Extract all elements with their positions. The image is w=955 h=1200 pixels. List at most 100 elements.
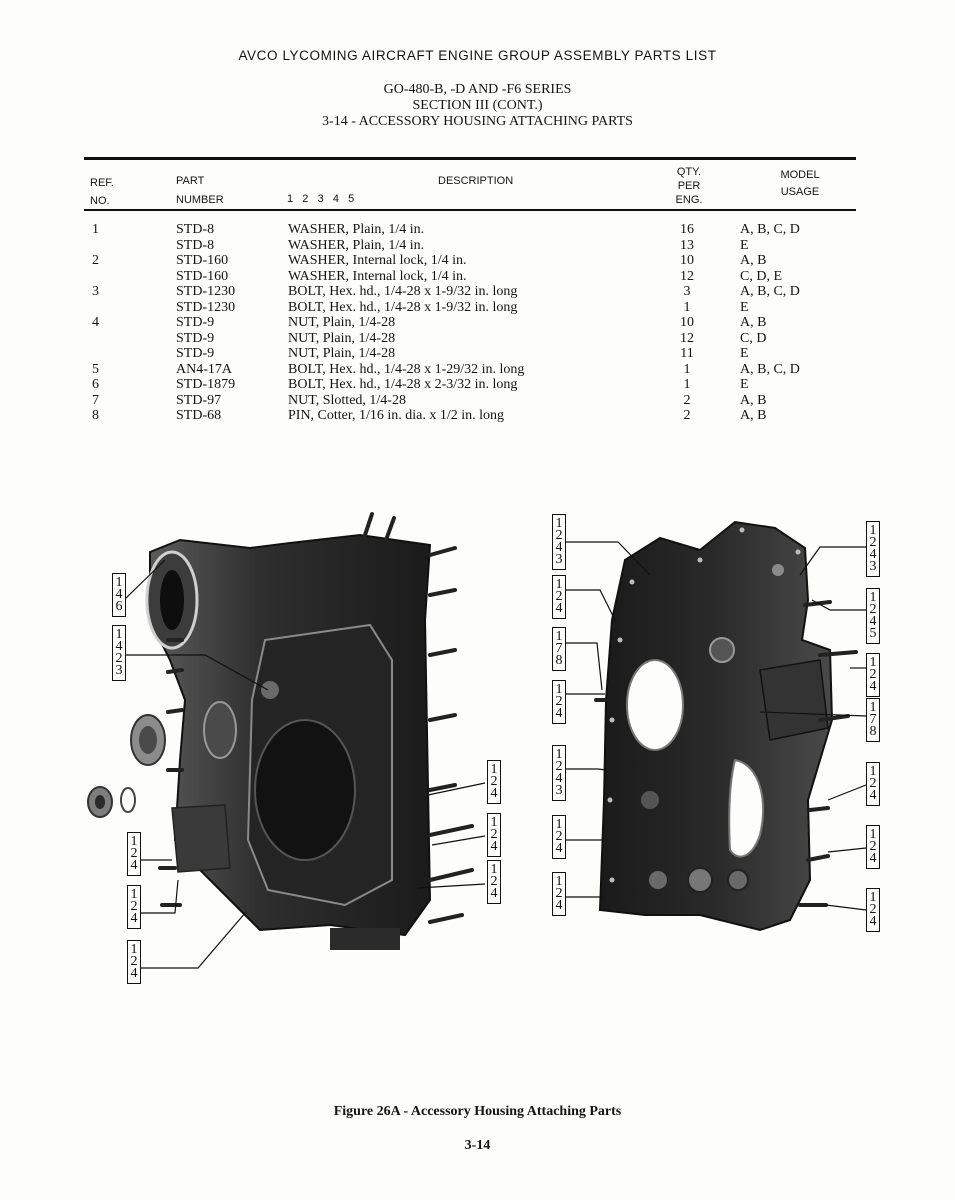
- cell-usage: A, B, C, D: [740, 361, 800, 377]
- cell-ref: 3: [92, 284, 99, 299]
- callout-ref-number: 4: [555, 898, 563, 913]
- cell-desc: NUT, Plain, 1/4-28: [288, 315, 396, 330]
- callout-ref-number: 4: [869, 914, 877, 929]
- cell-qty: 16: [680, 222, 694, 237]
- callout-ref-number: 4: [555, 771, 563, 786]
- cell-usage: A, B: [740, 253, 767, 268]
- callout-ref-number: 3: [555, 552, 563, 567]
- callout-ref-number: 2: [555, 886, 563, 901]
- page-number: 3-14: [464, 1138, 491, 1153]
- exploded-view-figure: [87, 512, 867, 969]
- callout-ref-number: 2: [869, 535, 877, 550]
- cell-part: STD-9: [176, 315, 215, 330]
- cell-usage: A, B: [740, 408, 767, 423]
- cell-usage: C, D: [740, 330, 767, 346]
- company-heading: AVCO LYCOMING AIRCRAFT ENGINE GROUP ASSE…: [238, 48, 717, 63]
- callout-ref-number: 2: [869, 776, 877, 791]
- callout-ref-number: 2: [490, 774, 498, 789]
- loose-nut-part: [87, 786, 113, 818]
- callout-ref-number: 4: [490, 786, 498, 801]
- callout-ref-number: 6: [115, 599, 123, 614]
- callout-ref-number: 2: [869, 839, 877, 854]
- cell-ref: 6: [92, 377, 99, 392]
- callout-ref-number: 2: [555, 589, 563, 604]
- cell-usage: A, B: [740, 315, 767, 330]
- callout-ref-number: 4: [869, 547, 877, 562]
- callout-ref-number: 2: [869, 667, 877, 682]
- cell-desc: WASHER, Internal lock, 1/4 in.: [288, 253, 467, 268]
- callout-ref-number: 4: [869, 614, 877, 629]
- cell-desc: NUT, Slotted, 1/4-28: [288, 392, 406, 408]
- accessory-housing-right-view: [594, 520, 858, 932]
- subsection-title: 3-14 - ACCESSORY HOUSING ATTACHING PARTS: [322, 114, 633, 129]
- callout-ref-number: 4: [869, 679, 877, 694]
- callout-ref-number: 1: [115, 627, 123, 642]
- callout-ref-number: 4: [555, 706, 563, 721]
- callout-ref-number: 1: [869, 827, 877, 842]
- cell-qty: 13: [680, 237, 694, 253]
- cell-desc: BOLT, Hex. hd., 1/4-28 x 1-9/32 in. long: [288, 284, 518, 299]
- callout-ref-number: 4: [555, 841, 563, 856]
- cell-desc: WASHER, Plain, 1/4 in.: [288, 222, 425, 237]
- cell-part: STD-8: [176, 222, 215, 237]
- callout-ref-number: 1: [490, 862, 498, 877]
- header-indent-levels: 1 2 3 4 5: [287, 193, 355, 205]
- callout-ref-number: 1: [869, 890, 877, 905]
- series-title: GO-480-B, -D AND -F6 SERIES: [383, 82, 572, 97]
- cell-qty: 10: [680, 253, 694, 268]
- callout-ref-number: 1: [130, 887, 138, 902]
- cell-ref: 8: [92, 408, 99, 423]
- cell-usage: E: [740, 377, 749, 392]
- cell-qty: 12: [680, 268, 694, 284]
- table-row: 3 STD-1230 BOLT, Hex. hd., 1/4-28 x 1-9/32…: [0, 284, 955, 300]
- header-description: DESCRIPTION: [438, 175, 514, 187]
- callout-ref-number: 1: [555, 682, 563, 697]
- cell-part: STD-1230: [176, 284, 236, 299]
- cell-desc: WASHER, Internal lock, 1/4 in.: [288, 268, 467, 284]
- cell-qty: 1: [683, 361, 691, 377]
- callout-ref-number: 1: [490, 762, 498, 777]
- callout-ref-number: 8: [555, 653, 563, 668]
- callout-ref-number: 1: [869, 655, 877, 670]
- callout-ref-number: 1: [130, 942, 138, 957]
- cell-part: STD-9: [176, 346, 215, 361]
- callout-ref-number: 2: [490, 827, 498, 842]
- cell-part: STD-160: [176, 268, 229, 284]
- cell-desc: BOLT, Hex. hd., 1/4-28 x 1-29/32 in. lon…: [288, 361, 525, 377]
- callout-ref-number: 1: [869, 764, 877, 779]
- callout-ref-number: 1: [555, 629, 563, 644]
- callout-ref-number: 2: [130, 846, 138, 861]
- callout-ref-number: 7: [869, 712, 877, 727]
- callout-ref-number: 4: [130, 858, 138, 873]
- cell-part: STD-8: [176, 237, 215, 253]
- callout-ref-number: 1: [869, 590, 877, 605]
- callout-ref-number: 2: [115, 651, 123, 666]
- cell-part: STD-1879: [176, 377, 236, 392]
- cell-ref: 2: [92, 253, 99, 268]
- callout-ref-number: 1: [555, 874, 563, 889]
- cell-usage: C, D, E: [740, 268, 782, 284]
- callout-ref-number: 3: [115, 663, 123, 678]
- cell-desc: NUT, Plain, 1/4-28: [288, 346, 396, 361]
- figure-caption: Figure 26A - Accessory Housing Attaching…: [333, 1104, 622, 1119]
- cell-qty: 11: [680, 346, 694, 361]
